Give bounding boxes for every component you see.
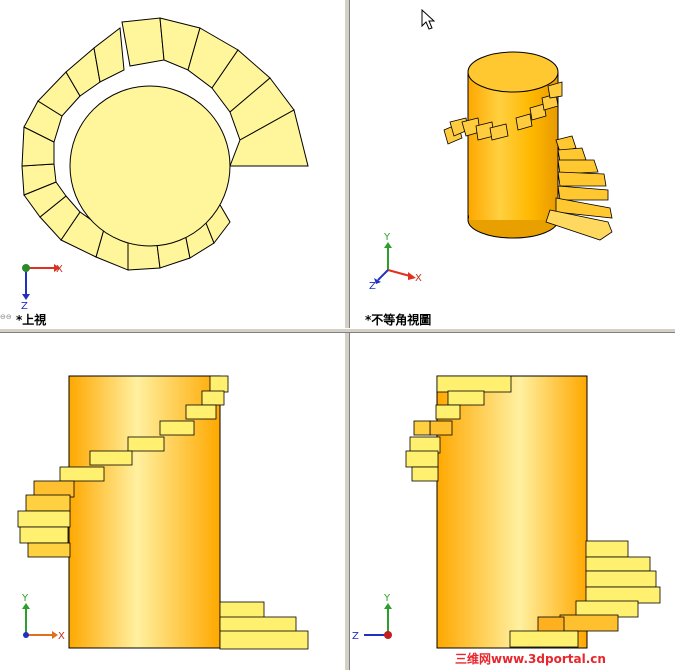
right-view-drawing: Y Z: [352, 375, 661, 649]
triad-y-label: Y: [383, 232, 391, 243]
triad-x-label: X: [56, 264, 63, 275]
vertical-splitter[interactable]: [344, 0, 350, 670]
view-triad: [374, 242, 416, 284]
viewport-label-isometric: *不等角視圖: [365, 313, 432, 327]
viewport-label-top: *上視: [16, 313, 47, 327]
triad-y-label: Y: [383, 593, 391, 604]
stair-step: [121, 17, 165, 67]
column-top: [69, 85, 231, 247]
triad-z-label: Z: [352, 631, 359, 642]
viewport-right[interactable]: Y Z: [350, 333, 675, 670]
view-triad: [22, 603, 58, 639]
triad-z-label: Z: [369, 281, 376, 292]
mouse-cursor-icon: [421, 9, 435, 30]
top-view-drawing: X Z: [21, 17, 309, 312]
horizontal-splitter[interactable]: [0, 328, 675, 333]
triad-z-label: Z: [21, 301, 28, 312]
viewport-top[interactable]: X Z ⊖⊖ *上視: [0, 0, 344, 328]
front-view-drawing: Y X: [17, 375, 309, 650]
triad-x-label: X: [415, 273, 422, 284]
stair-step: [93, 27, 125, 83]
viewport-front[interactable]: Y X: [0, 333, 344, 670]
view-triad: [364, 603, 392, 639]
triad-x-label: X: [58, 631, 65, 642]
dropdown-handle[interactable]: ⊖⊖: [0, 313, 12, 321]
view-triad: [22, 264, 60, 300]
viewport-isometric[interactable]: Y X Z *不等角視圖: [350, 0, 675, 328]
watermark: 三维网www.3dportal.cn: [455, 652, 606, 666]
triad-y-label: Y: [21, 593, 29, 604]
isometric-drawing: Y X Z: [369, 51, 613, 292]
